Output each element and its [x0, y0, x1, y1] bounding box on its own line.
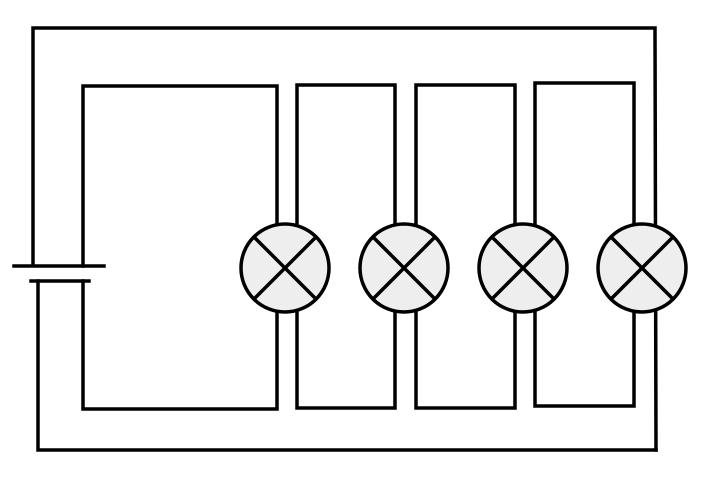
lamp-cross-line [252, 235, 318, 301]
outer-loop-wires [31, 26, 658, 452]
lamp-cross-line [609, 235, 675, 301]
lamp-icon [596, 222, 688, 314]
lamp-cross-line [371, 235, 437, 301]
outer-wire-top [31, 26, 658, 452]
lamp-cross-line [490, 235, 556, 301]
lamp-icon [477, 222, 569, 314]
battery [12, 264, 106, 283]
inner-wire-upper [81, 84, 279, 268]
lamp-icon [239, 222, 331, 314]
lamps [239, 222, 688, 314]
outer-wire-bottom [36, 279, 658, 452]
inner-wire-lower [81, 279, 279, 411]
lamp-icon [358, 222, 450, 314]
